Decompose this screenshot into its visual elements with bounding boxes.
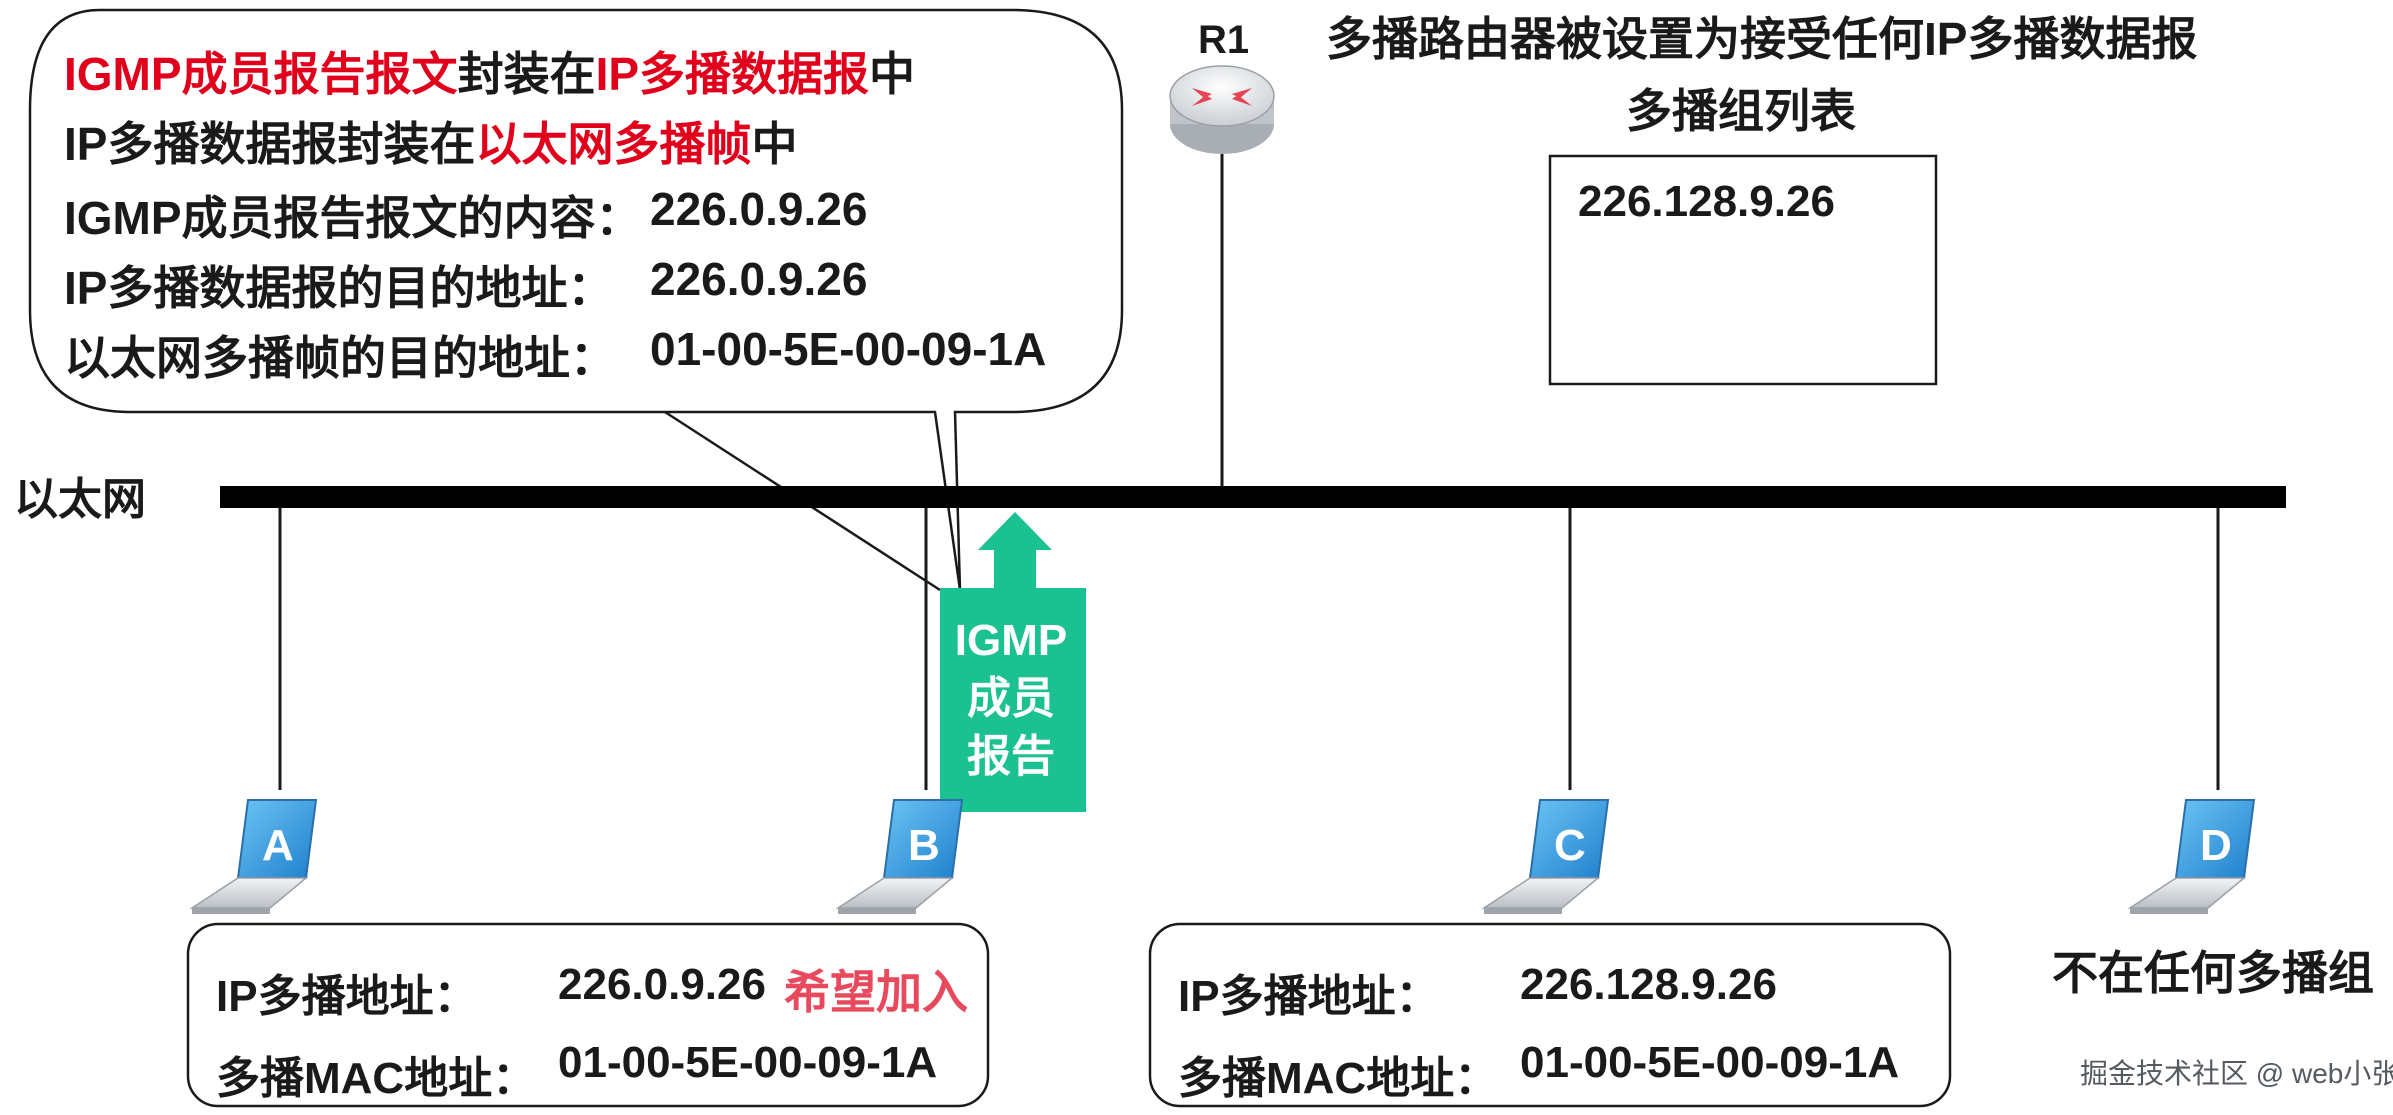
host-a-label: A (262, 821, 294, 870)
router-r1-icon (1169, 65, 1275, 154)
host-c-info-box (1148, 922, 1952, 1108)
callout-igmp-report: IGMP成员报告报文 (64, 48, 458, 100)
group-list-box (1548, 154, 1938, 386)
host-b-mac-value: 01-00-5E-00-09-1A (558, 1038, 938, 1087)
host-b-ip-value: 226.0.9.26 (558, 960, 766, 1009)
laptop-a-icon (189, 799, 318, 914)
igmp-arrow-label: IGMP 成员 报告 (938, 612, 1084, 786)
host-b-join-status: 希望加入 (784, 966, 968, 1018)
callout-line-2: IP多播数据报封装在以太网多播帧中 (64, 108, 797, 174)
host-d-note: 不在任何多播组 (2052, 947, 2374, 999)
group-list-title: 多播组列表 (1626, 85, 1856, 137)
laptop-c-icon (1481, 799, 1610, 914)
igmp-arrow-line-1: IGMP (954, 616, 1068, 665)
callout-in-2: 中 (751, 118, 798, 170)
callout-ip-encapsulated: IP多播数据报封装在 (64, 118, 476, 170)
host-d-label: D (2200, 821, 2232, 870)
host-b-ip-label: IP多播地址： (216, 972, 478, 1021)
callout-label-ip-dest: IP多播数据报的目的地址： (64, 262, 614, 314)
router-name: R1 (1198, 18, 1250, 62)
host-c-mac-value: 01-00-5E-00-09-1A (1520, 1038, 1900, 1087)
group-list-entry: 226.128.9.26 (1578, 177, 1835, 226)
host-c-ip-label: IP多播地址： (1178, 972, 1440, 1021)
callout-value-ip-dest: 226.0.9.26 (650, 253, 868, 305)
callout-line-5: 以太网多播帧的目的地址： 01-00-5E-00-09-1A (64, 322, 1046, 388)
host-b-mac-label: 多播MAC地址： (216, 1054, 537, 1103)
callout-value-report-content: 226.0.9.26 (650, 183, 868, 235)
callout-line-1: IGMP成员报告报文封装在IP多播数据报中 (64, 38, 915, 104)
ethernet-label: 以太网 (14, 475, 146, 524)
callout-value-frame-dest: 01-00-5E-00-09-1A (650, 323, 1047, 375)
callout-ip-multicast: IP多播数据报 (595, 48, 870, 100)
callout-in: 中 (869, 48, 916, 100)
router-note: 多播路由器被设置为接受任何IP多播数据报 (1326, 13, 2198, 65)
callout-label-report-content: IGMP成员报告报文的内容： (64, 192, 642, 244)
callout-line-3: IGMP成员报告报文的内容： 226.0.9.26 (64, 182, 867, 248)
host-c-ip-value: 226.128.9.26 (1520, 960, 1777, 1009)
laptop-b-icon (835, 799, 964, 914)
ethernet-bus (220, 486, 2286, 508)
igmp-arrow-line-3: 报告 (967, 732, 1055, 781)
callout-ethernet-frame: 以太网多播帧 (475, 118, 752, 170)
callout-label-frame-dest: 以太网多播帧的目的地址： (64, 332, 616, 384)
callout-encapsulated-in: 封装在 (457, 48, 596, 100)
laptop-d-icon (2127, 799, 2256, 914)
watermark: 掘金技术社区 @ web小张 (2080, 1058, 2393, 1089)
callout-line-4: IP多播数据报的目的地址： 226.0.9.26 (64, 252, 867, 318)
igmp-report-arrow (940, 512, 1086, 812)
host-c-label: C (1554, 821, 1586, 870)
igmp-arrow-line-2: 成员 (967, 674, 1055, 723)
host-c-mac-label: 多播MAC地址： (1178, 1054, 1499, 1103)
callout-bubble (28, 8, 1124, 591)
host-b-label: B (908, 821, 940, 870)
host-b-info-box (186, 922, 990, 1108)
